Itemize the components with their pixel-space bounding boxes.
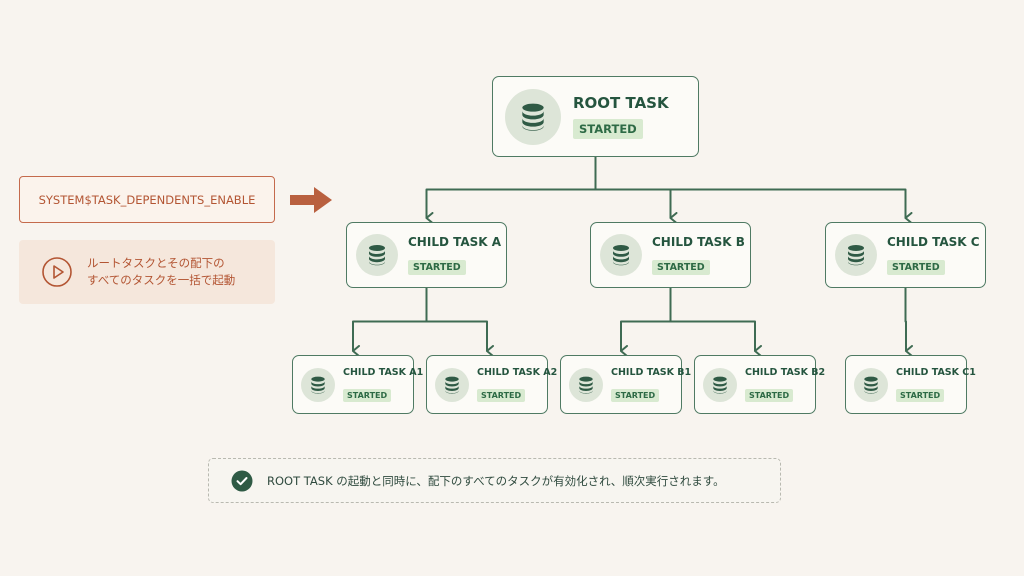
node-text: CHILD TASK A2 STARTED [477, 367, 557, 402]
node-title: CHILD TASK B1 [611, 367, 692, 378]
database-icon-wrap [356, 234, 398, 276]
database-icon-wrap [435, 367, 469, 402]
status-badge: STARTED [887, 260, 945, 275]
status-badge: STARTED [896, 389, 945, 402]
check-circle-icon [231, 470, 253, 491]
node-title: ROOT TASK [573, 94, 669, 112]
database-icon [579, 376, 593, 394]
description-line-1: ルートタスクとその配下の [87, 256, 225, 270]
status-badge: STARTED [652, 260, 710, 275]
node-title: CHILD TASK A2 [477, 367, 558, 378]
database-icon [311, 376, 325, 394]
node-title: CHILD TASK C1 [896, 367, 976, 378]
database-icon [613, 245, 629, 266]
node-child-task-c: CHILD TASK C STARTED [825, 222, 986, 288]
database-icon-wrap [854, 367, 888, 402]
status-badge: STARTED [573, 119, 643, 139]
node-child-task-a: CHILD TASK A STARTED [346, 222, 507, 288]
command-box: SYSTEM$TASK_DEPENDENTS_ENABLE [19, 176, 275, 223]
database-icon-wrap [835, 234, 877, 276]
database-icon [848, 245, 864, 266]
node-title: CHILD TASK C [887, 235, 980, 249]
node-text: CHILD TASK A1 STARTED [343, 367, 423, 402]
edge-c-to-c1 [904, 288, 913, 357]
database-icon [522, 103, 544, 131]
database-icon-wrap [600, 234, 642, 276]
database-icon [445, 376, 459, 394]
status-badge: STARTED [745, 389, 794, 402]
note-text: ROOT TASK の起動と同時に、配下のすべてのタスクが有効化され、順次実行さ… [267, 473, 725, 488]
command-text: SYSTEM$TASK_DEPENDENTS_ENABLE [38, 192, 256, 207]
edge-root-to-a [425, 157, 597, 224]
node-title: CHILD TASK A1 [343, 367, 424, 378]
edge-b-to-b2 [669, 288, 762, 357]
node-child-task-b: CHILD TASK B STARTED [590, 222, 751, 288]
node-text: CHILD TASK C1 STARTED [896, 367, 976, 402]
node-child-task-b1: CHILD TASK B1 STARTED [560, 355, 691, 414]
description-text: ルートタスクとその配下の すべてのタスクを一括で起動 [87, 255, 235, 289]
database-icon-wrap [301, 367, 335, 402]
node-text: CHILD TASK B1 STARTED [611, 367, 691, 402]
node-text: CHILD TASK B2 STARTED [745, 367, 825, 402]
node-title: CHILD TASK B2 [745, 367, 826, 378]
status-badge: STARTED [343, 389, 392, 402]
edge-root-to-b [594, 157, 678, 224]
description-box: ルートタスクとその配下の すべてのタスクを一括で起動 [19, 240, 275, 304]
edge-a-to-a2 [425, 288, 494, 357]
database-icon [369, 245, 385, 266]
description-line-2: すべてのタスクを一括で起動 [87, 273, 236, 287]
note-box: ROOT TASK の起動と同時に、配下のすべてのタスクが有効化され、順次実行さ… [208, 458, 781, 503]
node-title: CHILD TASK A [408, 235, 502, 249]
edge-b-to-b1 [620, 288, 672, 357]
node-text: CHILD TASK C STARTED [887, 235, 980, 275]
node-title: CHILD TASK B [652, 235, 745, 249]
database-icon [713, 376, 727, 394]
database-icon [864, 376, 878, 394]
database-icon-wrap [703, 367, 737, 402]
node-child-task-a2: CHILD TASK A2 STARTED [426, 355, 557, 414]
node-child-task-b2: CHILD TASK B2 STARTED [694, 355, 825, 414]
status-badge: STARTED [611, 389, 660, 402]
node-text: CHILD TASK A STARTED [408, 235, 501, 275]
play-circle-icon [42, 257, 72, 287]
node-text: CHILD TASK B STARTED [652, 235, 745, 275]
node-text: ROOT TASK STARTED [573, 94, 669, 139]
node-root: ROOT TASK STARTED [492, 76, 699, 157]
edge-root-to-c [594, 157, 913, 224]
status-badge: STARTED [408, 260, 466, 275]
edge-a-to-a1 [352, 288, 428, 357]
database-icon-wrap [569, 367, 603, 402]
database-icon-wrap [505, 88, 561, 145]
node-child-task-c1: CHILD TASK C1 STARTED [845, 355, 976, 414]
status-badge: STARTED [477, 389, 526, 402]
node-child-task-a1: CHILD TASK A1 STARTED [292, 355, 423, 414]
arrow-right-icon [290, 187, 332, 213]
